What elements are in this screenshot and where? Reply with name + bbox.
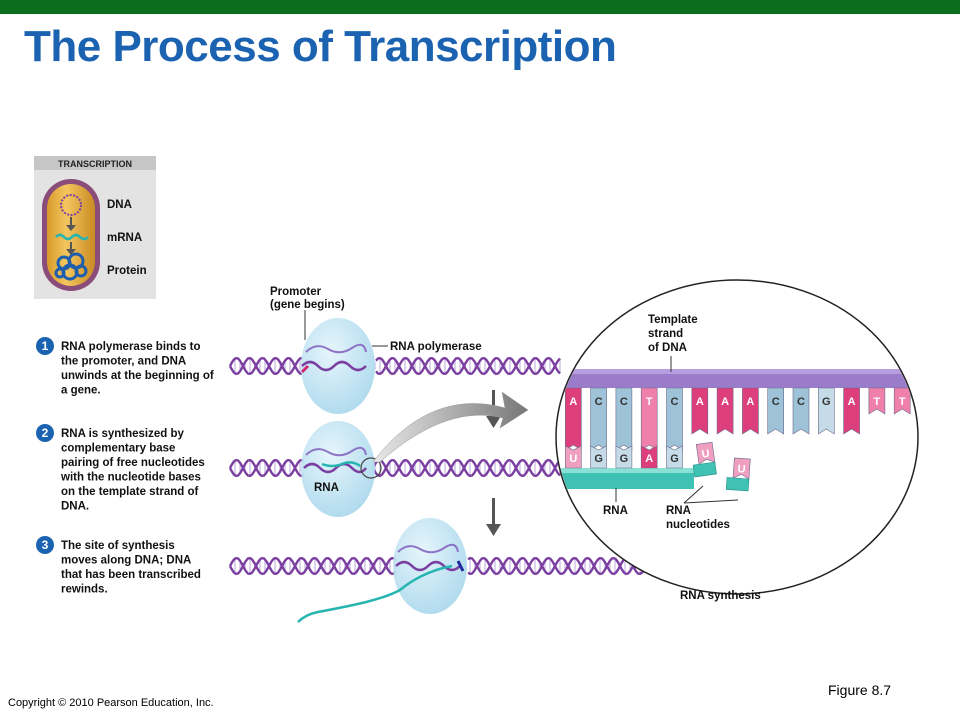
step-3-number: 3: [42, 538, 49, 552]
copyright-notice: Copyright © 2010 Pearson Education, Inc.: [8, 697, 214, 709]
template-base: [615, 387, 633, 451]
svg-text:G: G: [620, 453, 629, 465]
rna-transcript-strand: [297, 564, 453, 623]
template-base: [590, 387, 607, 451]
template-base: [817, 387, 835, 435]
top-accent-bar: [0, 0, 960, 14]
svg-text:C: C: [671, 396, 679, 408]
template-base: [893, 387, 911, 415]
inset-label-mrna: mRNA: [107, 232, 142, 244]
rna-base: [564, 445, 582, 469]
svg-text:C: C: [620, 396, 628, 408]
dna-helix-step-3: [228, 556, 662, 576]
zoom-arrow-icon: [372, 391, 529, 463]
svg-text:A: A: [645, 453, 653, 465]
svg-text:C: C: [595, 396, 603, 408]
rna-polymerase-bubble-3: [393, 518, 467, 614]
template-base: [666, 387, 683, 451]
svg-text:U: U: [701, 448, 711, 461]
rna-base: [615, 445, 633, 469]
figure-label: Figure 8.7: [828, 682, 892, 698]
template-base: [792, 387, 810, 435]
template-base: [564, 387, 582, 451]
template-base: [640, 387, 658, 451]
step-1-number: 1: [42, 339, 49, 353]
rna-zoom-label: RNA: [603, 505, 628, 517]
template-base: [868, 387, 886, 415]
template-base: [742, 387, 759, 435]
svg-text:A: A: [721, 396, 729, 408]
template-base: [540, 388, 556, 450]
svg-text:T: T: [874, 396, 881, 408]
inset-label-protein: Protein: [107, 265, 147, 277]
rna-polymerase-bubble-2: [301, 421, 375, 517]
free-nucleotide: U: [725, 457, 751, 492]
svg-text:G: G: [822, 396, 831, 408]
svg-text:A: A: [569, 396, 577, 408]
dna-helix-step-1: [228, 356, 561, 376]
mrna-strand-icon: [55, 233, 89, 241]
down-arrow-icon: [486, 390, 501, 536]
rna-base: [666, 445, 683, 469]
svg-text:T: T: [545, 396, 552, 408]
dna-helix-step-2: [228, 458, 561, 478]
template-base: [691, 387, 709, 435]
dna-circle-icon: [60, 194, 82, 216]
template-base: [716, 387, 734, 435]
template-base: [767, 387, 785, 435]
svg-text:C: C: [797, 396, 805, 408]
rna-polymerase-label: RNA polymerase: [390, 341, 482, 353]
svg-text:U: U: [737, 463, 746, 476]
rna-strand-backbone: [557, 468, 694, 489]
slide-title: The Process of Transcription: [24, 22, 617, 71]
inset-header: TRANSCRIPTION: [58, 159, 132, 169]
rna-synthesis-label: RNA synthesis: [680, 590, 761, 602]
svg-text:T: T: [899, 396, 906, 408]
zoom-circle-marker: [360, 457, 382, 479]
svg-text:G: G: [594, 453, 603, 465]
rna-label: RNA: [314, 482, 339, 494]
step-2-number: 2: [42, 426, 49, 440]
free-nucleotide: U: [692, 441, 717, 478]
rna-base: [590, 445, 607, 469]
inset-label-dna: DNA: [107, 199, 132, 211]
svg-text:A: A: [848, 396, 856, 408]
protein-icon: [54, 252, 88, 281]
svg-text:G: G: [670, 453, 679, 465]
rna-base: [640, 445, 658, 469]
svg-text:C: C: [772, 396, 780, 408]
svg-text:A: A: [746, 396, 754, 408]
svg-text:A: A: [696, 396, 704, 408]
svg-text:T: T: [646, 396, 653, 408]
svg-text:U: U: [569, 453, 577, 465]
rna-polymerase-bubble-1: [301, 318, 375, 414]
template-base: [843, 387, 860, 435]
promoter-label: Promoter(gene begins): [270, 286, 345, 311]
inset-panel: TRANSCRIPTION DNA mRNA Protein: [34, 156, 156, 299]
